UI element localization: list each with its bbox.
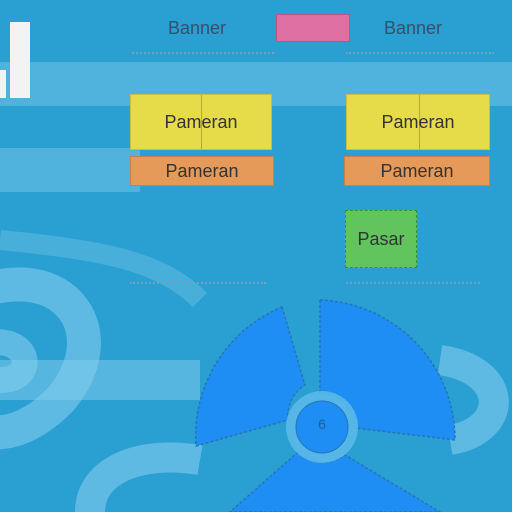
logo-fragment <box>10 22 30 98</box>
banner-label-right: Banner <box>384 18 443 38</box>
banner-label-left: Banner <box>168 18 227 38</box>
fan-hub <box>295 400 349 454</box>
dotted-line-top-right <box>346 52 494 54</box>
dotted-line-top-left <box>132 52 274 54</box>
pameran-yellow-left-label: Pameran <box>164 111 238 132</box>
tile-divider <box>419 95 420 149</box>
tile-divider <box>201 95 202 149</box>
pameran-orange-right-label: Pameran <box>380 160 454 181</box>
dotted-line-mid-left <box>130 282 266 284</box>
banner-pink-block <box>276 14 350 42</box>
pameran-orange-right: Pameran <box>344 156 490 186</box>
background-band-middle <box>0 148 140 192</box>
pasar-tile: Pasar <box>345 210 417 268</box>
logo-fragment-small <box>0 70 6 98</box>
pameran-yellow-left: Pameran <box>130 94 272 150</box>
fan-hub-number: 6 <box>318 416 326 432</box>
pasar-label: Pasar <box>357 228 405 249</box>
pameran-orange-left: Pameran <box>130 156 274 186</box>
pameran-yellow-right-label: Pameran <box>381 111 455 132</box>
pameran-orange-left-label: Pameran <box>165 160 239 181</box>
pameran-yellow-right: Pameran <box>346 94 490 150</box>
dotted-line-mid-right <box>346 282 480 284</box>
